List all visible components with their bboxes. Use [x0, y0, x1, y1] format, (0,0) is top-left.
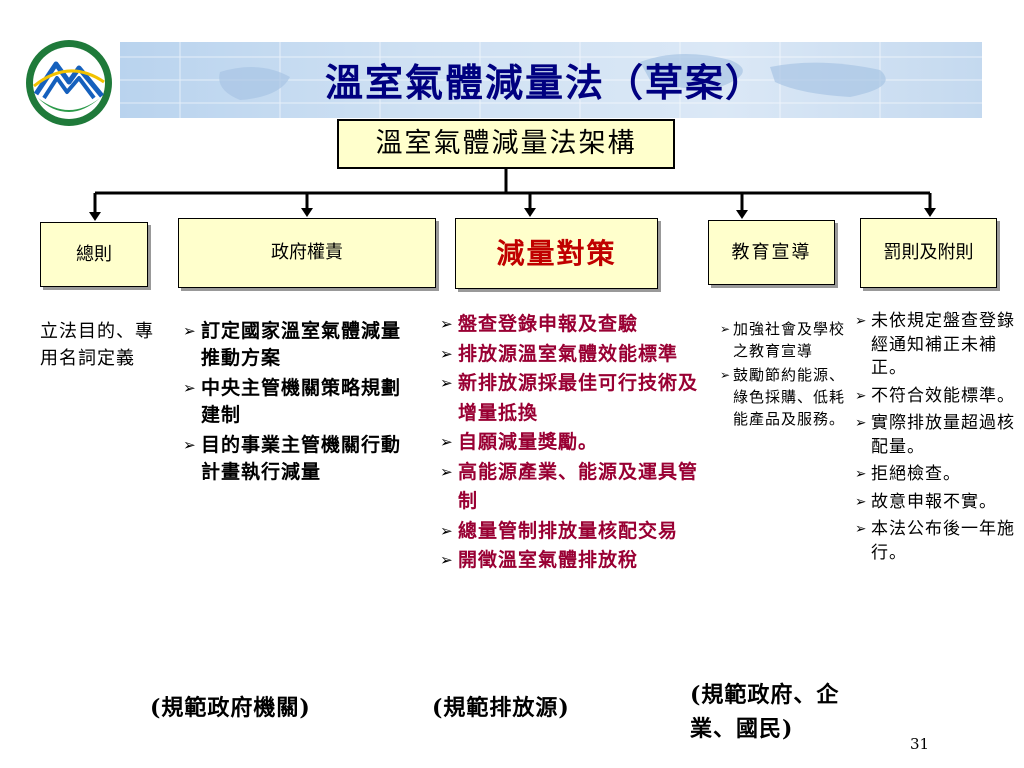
category-education: 教育宣導	[708, 220, 835, 285]
list-item: 本法公布後一年施行。	[855, 518, 1015, 565]
scope-note-reduction: (規範排放源)	[432, 695, 570, 721]
category-government: 政府權責	[178, 218, 436, 288]
category-penalty: 罰則及附則	[860, 218, 997, 288]
slide-title: 溫室氣體減量法（草案）	[324, 60, 765, 105]
root-node: 溫室氣體減量法架構	[337, 119, 675, 169]
page-number: 31	[910, 735, 930, 753]
list-item: 總量管制排放量核配交易	[440, 517, 702, 547]
list-item: 拒絕檢查。	[855, 463, 1015, 487]
list-item: 排放源溫室氣體效能標準	[440, 340, 702, 370]
green-mountain-emblem-icon	[26, 40, 112, 126]
title-banner	[120, 42, 982, 118]
category-reduction: 減量對策	[455, 218, 658, 289]
scope-note-government: (規範政府機關)	[150, 695, 311, 721]
reduction-list: 盤查登錄申報及查驗 排放源溫室氣體效能標準 新排放源採最佳可行技術及增量抵換 自…	[440, 310, 702, 576]
list-item: 實際排放量超過核配量。	[855, 412, 1015, 459]
list-item: 加強社會及學校之教育宣導	[720, 318, 848, 362]
world-map-grid	[120, 42, 982, 118]
list-item: 訂定國家溫室氣體減量推動方案	[183, 318, 413, 372]
list-item: 中央主管機關策略規劃建制	[183, 375, 413, 429]
list-item: 目的事業主管機關行動計畫執行減量	[183, 432, 413, 486]
list-item: 自願減量獎勵。	[440, 428, 702, 458]
list-item: 故意申報不實。	[855, 491, 1015, 515]
list-item: 新排放源採最佳可行技術及增量抵換	[440, 369, 702, 428]
education-list: 加強社會及學校之教育宣導 鼓勵節約能源、綠色採購、低耗能產品及服務。	[720, 318, 848, 432]
government-list: 訂定國家溫室氣體減量推動方案 中央主管機關策略規劃建制 目的事業主管機關行動計畫…	[183, 318, 413, 489]
list-item: 盤查登錄申報及查驗	[440, 310, 702, 340]
list-item: 不符合效能標準。	[855, 385, 1015, 409]
category-general: 總則	[40, 222, 148, 287]
penalty-list: 未依規定盤查登錄經通知補正未補正。 不符合效能標準。 實際排放量超過核配量。 拒…	[855, 310, 1015, 569]
general-description: 立法目的、專用名詞定義	[40, 321, 154, 369]
list-item: 高能源產業、能源及運具管制	[440, 458, 702, 517]
list-item: 鼓勵節約能源、綠色採購、低耗能產品及服務。	[720, 364, 848, 430]
scope-note-education: (規範政府、企業、國民)	[690, 682, 840, 742]
list-item: 開徵溫室氣體排放稅	[440, 546, 702, 576]
list-item: 未依規定盤查登錄經通知補正未補正。	[855, 310, 1015, 381]
